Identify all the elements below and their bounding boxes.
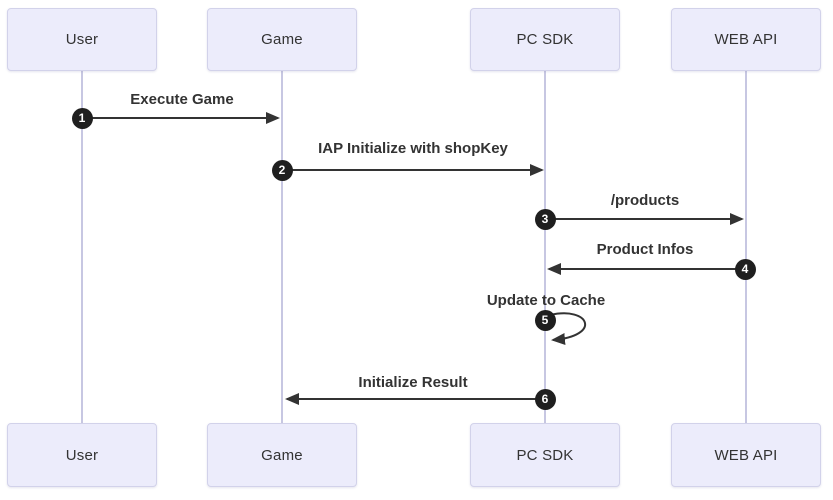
sequence-number-5: 5	[534, 309, 556, 331]
actor-label-game: Game	[261, 31, 303, 48]
actor-box-game-top: Game	[207, 8, 357, 71]
actor-label-pc-sdk: PC SDK	[516, 446, 574, 464]
actor-box-web-api-top: WEB API	[671, 8, 821, 71]
lifeline-pc-sdk	[544, 71, 546, 423]
lifeline-user	[81, 71, 83, 423]
message-label-2: IAP Initialize with shopKey	[318, 140, 508, 157]
sequence-number-4: 4	[734, 258, 756, 280]
actor-label-user: User	[65, 446, 99, 464]
actor-label-web-api: WEB API	[714, 31, 778, 48]
message-label-3: /products	[610, 192, 680, 209]
actor-box-user-bottom: User	[7, 423, 157, 487]
actor-label-web-api: WEB API	[714, 446, 778, 464]
actor-label-game: Game	[261, 446, 303, 464]
actor-box-user-top: User	[7, 8, 157, 71]
message-label-5: Update to Cache	[486, 292, 606, 309]
actor-box-web-api-bottom: WEB API	[671, 423, 821, 487]
sequence-number-2: 2	[271, 159, 293, 181]
actor-box-pc-sdk-top: PC SDK	[470, 8, 620, 71]
lifeline-game	[281, 71, 283, 423]
sequence-number-1: 1	[71, 107, 93, 129]
actor-label-pc-sdk: PC SDK	[516, 31, 574, 48]
actor-label-user: User	[65, 31, 99, 48]
sequence-number-6: 6	[534, 388, 556, 410]
actor-box-game-bottom: Game	[207, 423, 357, 487]
message-label-6: Initialize Result	[358, 374, 468, 391]
sequence-number-3: 3	[534, 208, 556, 230]
message-label-1: Execute Game	[130, 91, 234, 108]
actor-box-pc-sdk-bottom: PC SDK	[470, 423, 620, 487]
lifeline-web-api	[745, 71, 747, 423]
message-label-4: Product Infos	[596, 241, 694, 258]
